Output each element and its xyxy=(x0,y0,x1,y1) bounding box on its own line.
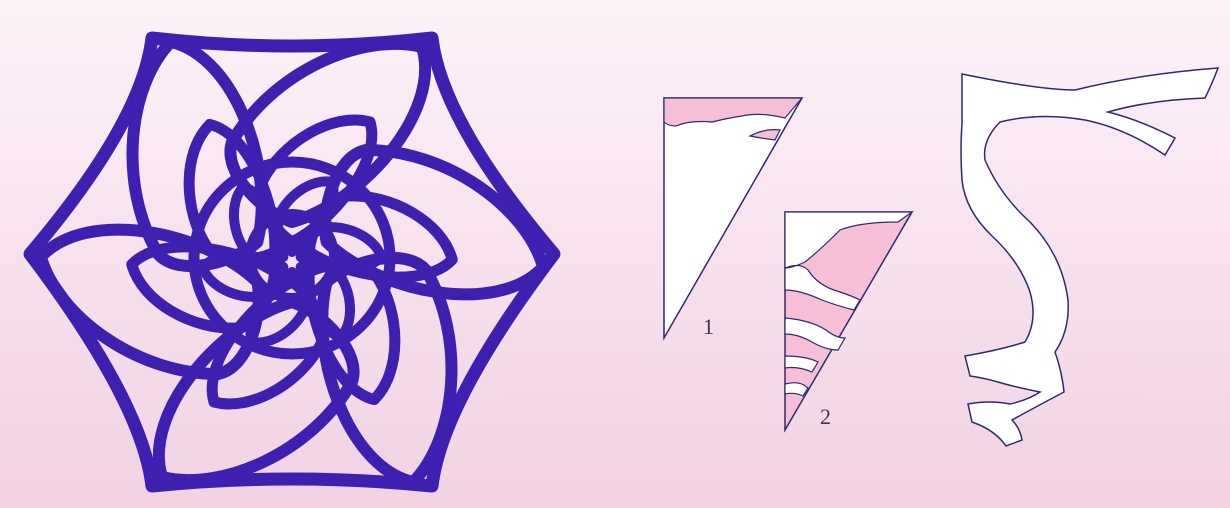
template-outline xyxy=(961,68,1218,446)
step-2-label: 2 xyxy=(820,404,831,429)
snowflake-outer-frame xyxy=(30,38,554,486)
snowflake-outer-petals xyxy=(37,38,548,487)
paper-snowflake-icon xyxy=(30,38,554,487)
fold-step-1-diagram: 1 xyxy=(664,98,802,339)
step-1-paper xyxy=(664,98,802,338)
fold-step-2-diagram: 2 xyxy=(785,212,912,430)
cutting-template-icon xyxy=(961,68,1218,446)
step-1-label: 1 xyxy=(703,314,714,339)
